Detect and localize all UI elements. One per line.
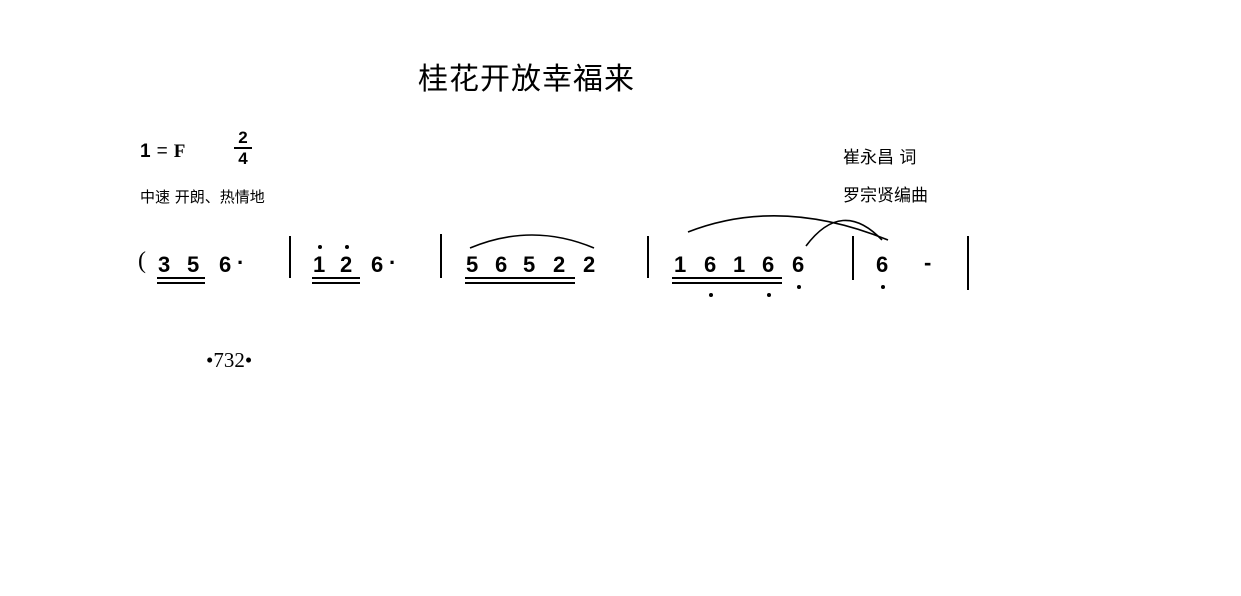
slur-measure3 [469,234,595,249]
note-measure1-1: 3 [158,252,170,277]
composer-credit: 罗宗贤编曲 [843,186,928,206]
song-title: 桂花开放幸福来 [418,62,635,97]
note-measure1-2: 5 [187,252,199,277]
note-measure3-4: 2 [553,252,565,277]
note-measure3-1: 5 [466,252,478,277]
time-signature-denominator: 4 [238,149,248,168]
dot-measure2: · [389,250,396,275]
low-dot-measure4-3 [797,285,801,289]
time-signature-numerator: 2 [238,128,248,147]
note-measure4-1: 1 [674,252,686,277]
lyricist-credit: 崔永昌 词 [843,148,917,168]
tempo-marking: 中速 开朗、热情地 [140,188,265,206]
note-measure4-2: 6 [704,252,716,277]
note-measure1-3: 6 [219,252,231,277]
note-measure4-3: 1 [733,252,745,277]
note-measure3-5: 2 [583,252,595,277]
time-signature: 2 4 [234,129,252,167]
note-measure5-1: 6 [876,252,888,277]
note-measure2-3: 6 [371,252,383,277]
low-dot-measure5 [881,285,885,289]
dash-measure5: - [924,250,931,275]
open-paren: ( [138,248,146,274]
key-equals: = [156,141,168,162]
high-dot-measure2-1 [318,245,322,249]
note-measure4-4: 6 [762,252,774,277]
note-measure3-3: 5 [523,252,535,277]
dot-measure1: · [237,250,244,275]
note-measure2-1: 1 [313,252,325,277]
low-dot-measure4-1 [709,293,713,297]
key-letter: F [173,141,186,162]
note-measure3-2: 6 [495,252,507,277]
note-measure2-2: 2 [340,252,352,277]
key-number: 1 [140,141,151,162]
tie-short [805,219,883,247]
page-number: •732• [206,348,253,372]
high-dot-measure2-2 [345,245,349,249]
note-measure4-5: 6 [792,252,804,277]
key-signature: 1=F [140,141,185,163]
low-dot-measure4-2 [767,293,771,297]
tie-long [687,215,889,241]
